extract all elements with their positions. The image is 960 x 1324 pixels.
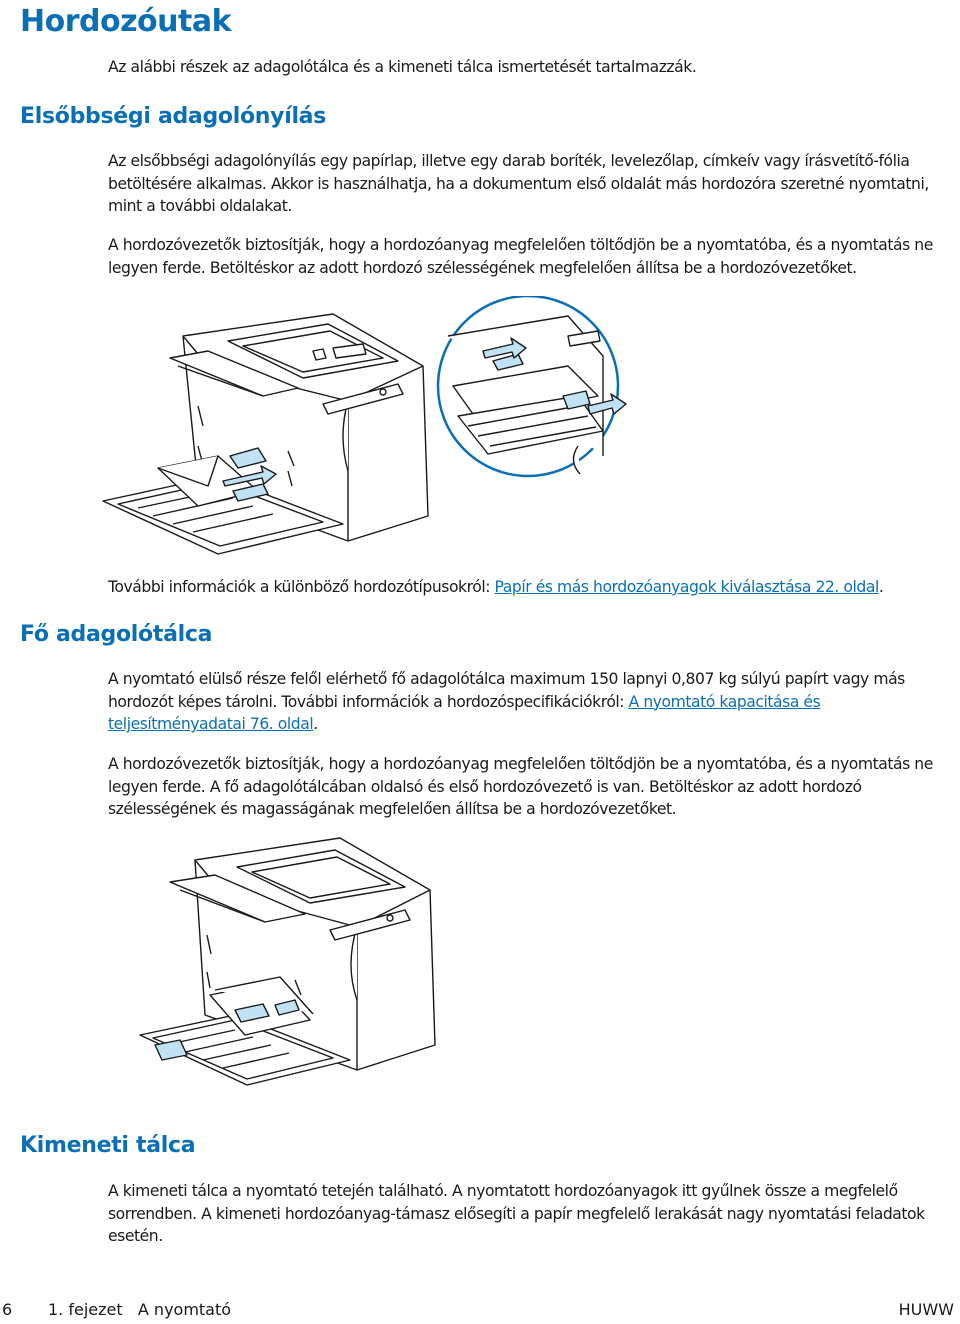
main-tray-paragraph-1: A nyomtató elülső része felől elérhető f… [108,668,956,736]
page-title: Hordozóutak [20,4,232,39]
document-code: HUWW [898,1300,954,1319]
main-tray-printer-illustration [139,837,436,1086]
intro-text: Az alábbi részek az adagolótálca és a ki… [108,58,697,76]
capacity-specs-link[interactable]: A nyomtató kapacitása és teljesítményada… [108,692,821,734]
more-info-prefix: További információk a különböző hordozót… [108,578,495,596]
output-bin-paragraph: A kimeneti tálca a nyomtató tetején talá… [108,1182,925,1246]
section-heading-priority-slot: Elsőbbségi adagolónyílás [20,104,327,129]
chapter-label: 1. fejezet A nyomtató [48,1300,232,1319]
media-selection-link[interactable]: Papír és más hordozóanyagok kiválasztása… [494,578,880,596]
priority-slot-printer-illustration [102,296,627,555]
more-info-suffix: . [878,578,884,596]
section-heading-output-bin: Kimeneti tálca [20,1133,196,1158]
main-tray-p1-suffix: . [313,715,318,734]
page-number: 6 [2,1300,13,1319]
page-footer: 6 1. fejezet A nyomtató HUWW [0,1300,960,1322]
priority-slot-paragraph-2: A hordozóvezetők biztosítják, hogy a hor… [108,236,933,277]
main-tray-p1-prefix: A nyomtató elülső része felől elérhető f… [108,670,905,711]
section-heading-main-tray: Fő adagolótálca [20,622,213,647]
priority-slot-more-info: További információk a különböző hordozót… [108,576,956,599]
priority-slot-paragraph-1: Az elsőbbségi adagolónyílás egy papírlap… [108,152,929,216]
main-tray-paragraph-2: A hordozóvezetők biztosítják, hogy a hor… [108,755,933,819]
